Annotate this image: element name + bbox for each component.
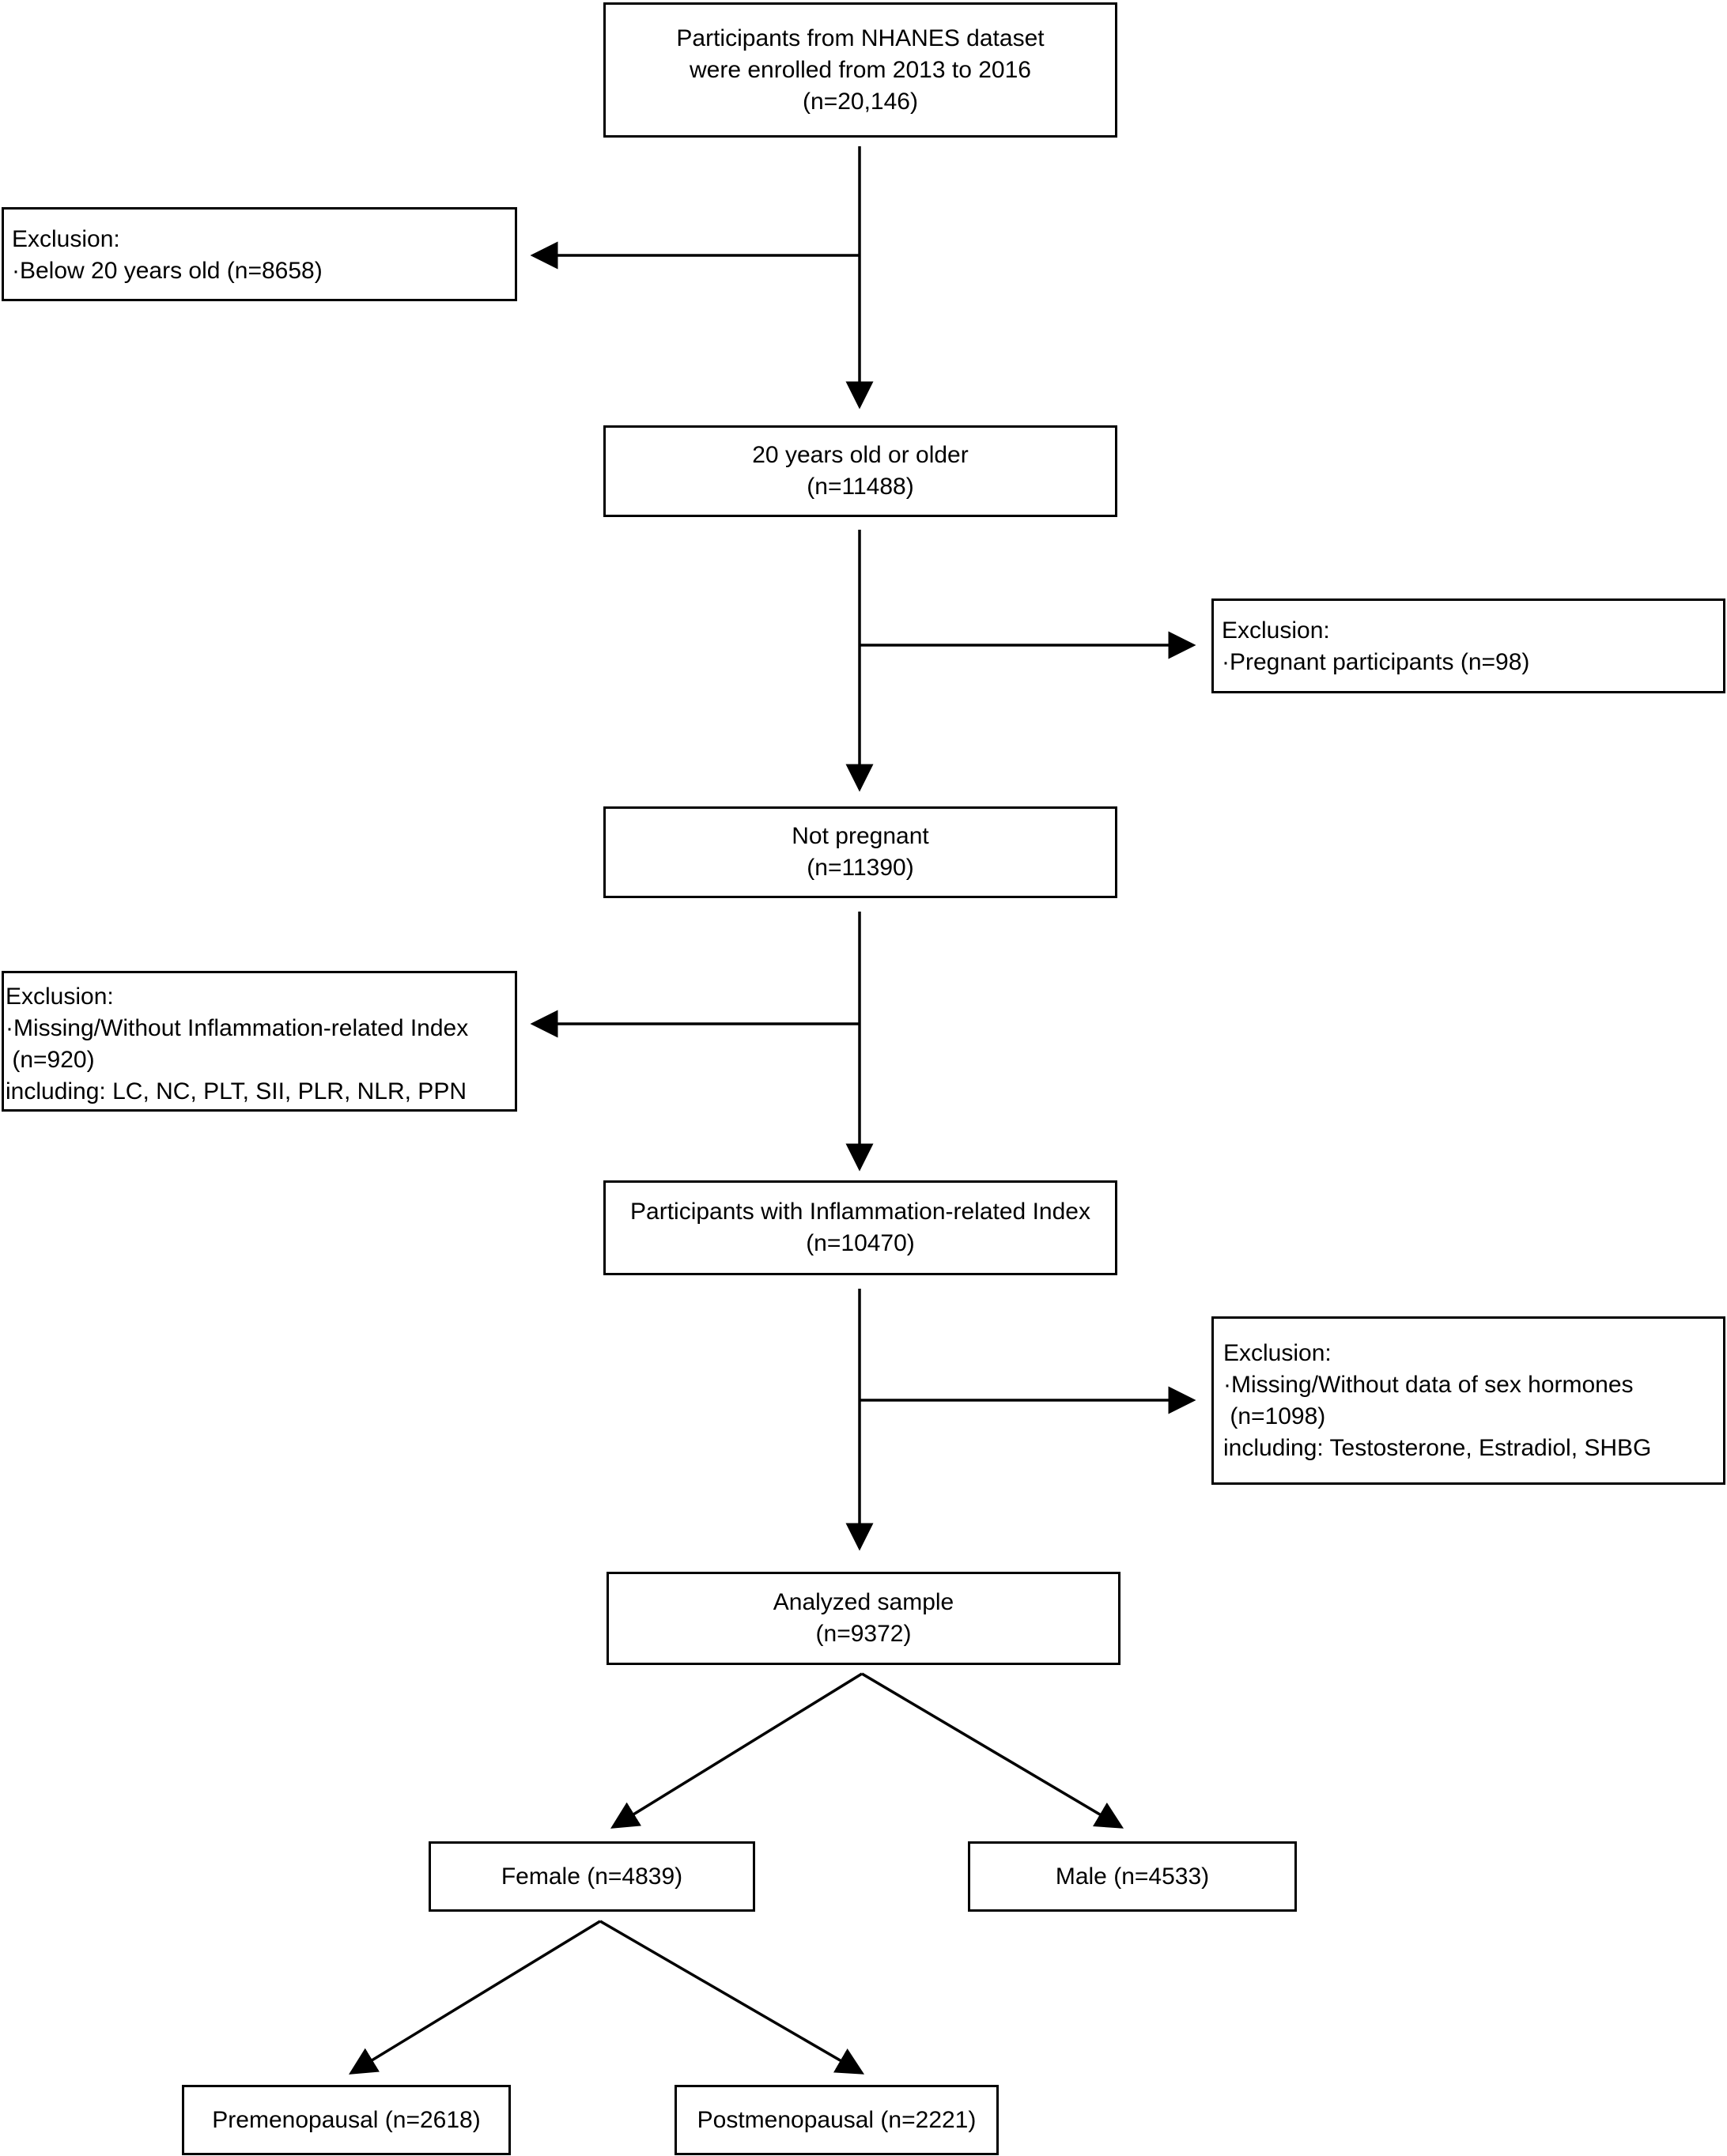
- node-exclusion-hormones-line-3: (n=1098): [1223, 1403, 1326, 1429]
- node-postmenopausal: Postmenopausal (n=2221): [675, 2085, 999, 2155]
- node-enrolled: Participants from NHANES dataset were en…: [603, 2, 1117, 138]
- node-exclusion-age-line-2: ·Below 20 years old (n=8658): [12, 258, 323, 284]
- arrow-female-to-premenopausal: [349, 1920, 601, 2075]
- node-analyzed-line-2: (n=9372): [815, 1621, 912, 1647]
- node-female-line-1: Female (n=4839): [501, 1863, 683, 1890]
- node-exclusion-age-line-1: Exclusion:: [12, 226, 120, 252]
- node-analyzed: Analyzed sample (n=9372): [607, 1572, 1120, 1665]
- arrow-analyzed-to-female: [610, 1672, 863, 1829]
- node-exclusion-inflammation-line-2: ·Missing/Without Inflammation-related In…: [6, 1015, 469, 1041]
- node-exclusion-hormones-line-2: ·Missing/Without data of sex hormones: [1223, 1372, 1634, 1398]
- node-male: Male (n=4533): [968, 1841, 1297, 1912]
- node-male-line-1: Male (n=4533): [1055, 1863, 1210, 1890]
- node-with-inflammation-line-1: Participants with Inflammation-related I…: [630, 1199, 1090, 1225]
- node-enrolled-line-3: (n=20,146): [803, 88, 918, 115]
- node-with-inflammation-line-2: (n=10470): [806, 1230, 915, 1256]
- node-not-pregnant-line-2: (n=11390): [807, 855, 914, 881]
- node-not-pregnant-line-1: Not pregnant: [792, 823, 929, 849]
- node-exclusion-inflammation-line-1: Exclusion:: [6, 984, 114, 1010]
- node-exclusion-age: Exclusion: ·Below 20 years old (n=8658): [2, 207, 517, 301]
- node-exclusion-inflammation: Exclusion: ·Missing/Without Inflammation…: [2, 971, 517, 1112]
- arrow-analyzed-to-male: [861, 1672, 1124, 1829]
- node-exclusion-inflammation-line-4: including: LC, NC, PLT, SII, PLR, NLR, P…: [6, 1078, 467, 1104]
- node-not-pregnant: Not pregnant (n=11390): [603, 806, 1117, 898]
- node-exclusion-inflammation-line-3: (n=920): [6, 1047, 95, 1073]
- node-enrolled-line-2: were enrolled from 2013 to 2016: [690, 56, 1031, 83]
- node-adults-line-2: (n=11488): [807, 474, 914, 500]
- node-premenopausal: Premenopausal (n=2618): [182, 2085, 511, 2155]
- node-premenopausal-line-1: Premenopausal (n=2618): [212, 2106, 481, 2133]
- node-postmenopausal-line-1: Postmenopausal (n=2221): [697, 2106, 977, 2133]
- arrow-female-to-postmenopausal: [599, 1920, 865, 2075]
- node-exclusion-pregnant: Exclusion: ·Pregnant participants (n=98): [1211, 598, 1725, 693]
- node-adults: 20 years old or older (n=11488): [603, 425, 1117, 517]
- node-exclusion-hormones: Exclusion: ·Missing/Without data of sex …: [1211, 1316, 1725, 1485]
- node-adults-line-1: 20 years old or older: [752, 442, 969, 468]
- node-exclusion-pregnant-line-2: ·Pregnant participants (n=98): [1222, 649, 1530, 675]
- node-female: Female (n=4839): [429, 1841, 755, 1912]
- node-with-inflammation: Participants with Inflammation-related I…: [603, 1180, 1117, 1275]
- node-exclusion-pregnant-line-1: Exclusion:: [1222, 617, 1330, 644]
- node-analyzed-line-1: Analyzed sample: [773, 1589, 954, 1615]
- node-exclusion-hormones-line-1: Exclusion:: [1223, 1340, 1332, 1366]
- node-enrolled-line-1: Participants from NHANES dataset: [676, 25, 1045, 51]
- node-exclusion-hormones-line-4: including: Testosterone, Estradiol, SHBG: [1223, 1435, 1652, 1461]
